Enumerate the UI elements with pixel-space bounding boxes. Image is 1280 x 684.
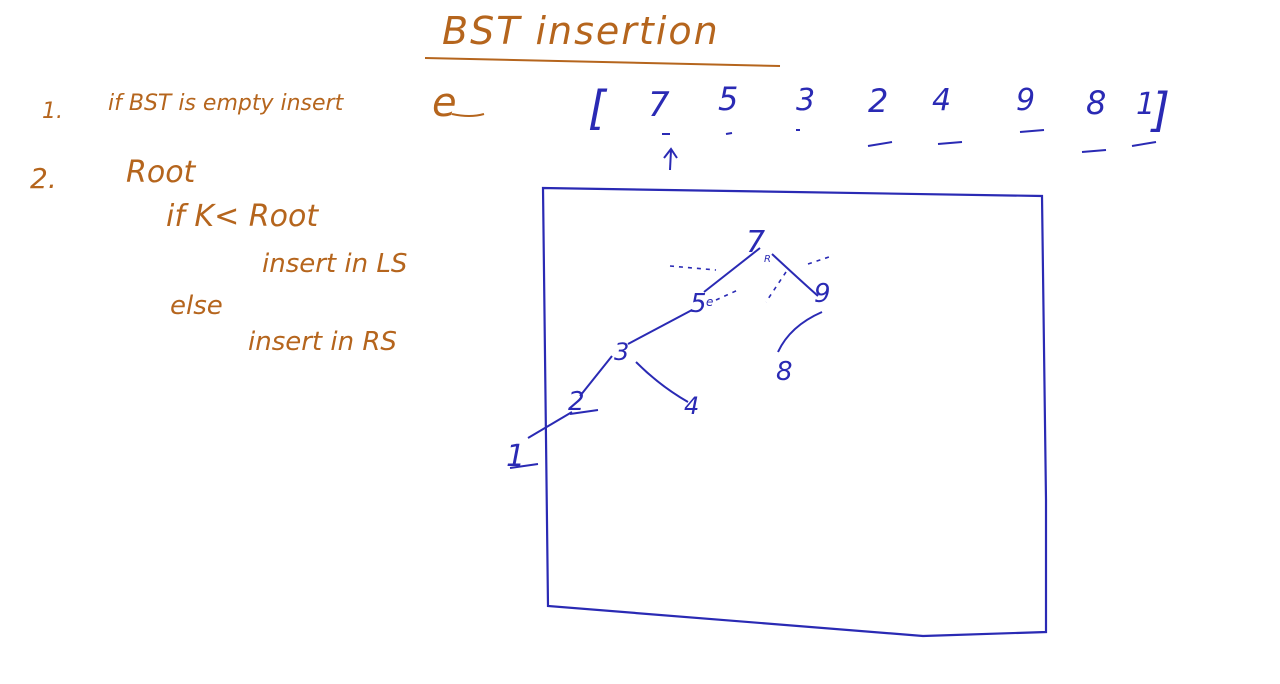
tree-node-5-tag: e — [706, 295, 713, 309]
edge-7-9 — [771, 253, 819, 297]
sequence-value-1: 1 — [1136, 87, 1155, 122]
sequence-value-4: 4 — [932, 83, 951, 118]
edge-2-1 — [527, 411, 573, 439]
input-sequence: [ 7 5 3 2 4 9 8 1 ] — [588, 80, 1170, 171]
step-1-number: 1. — [42, 99, 63, 124]
sequence-close-bracket: ] — [1150, 83, 1170, 137]
tree-node-3: 3 — [614, 338, 629, 366]
rule-else-line: else — [170, 291, 223, 321]
rule-else-action: insert in RS — [248, 327, 397, 357]
up-arrow-icon — [663, 147, 678, 171]
tree-node-4: 4 — [684, 392, 699, 420]
rule-if-action: insert in LS — [262, 249, 407, 279]
edge-9-8 — [777, 311, 823, 353]
tick-2 — [569, 409, 599, 415]
sequence-open-bracket: [ — [588, 81, 608, 135]
page-title: BST insertion — [442, 9, 720, 53]
sequence-value-7: 7 — [648, 85, 670, 125]
edge-3-2 — [579, 355, 613, 397]
edge-5-3 — [627, 309, 693, 345]
empty-symbol-tail — [451, 113, 485, 117]
tree-dotted-marks — [669, 255, 833, 303]
edge-7-5 — [703, 247, 761, 293]
sequence-underlines — [662, 129, 1157, 153]
tree-node-5: 5 — [690, 289, 707, 319]
tree-node-8: 8 — [776, 357, 793, 387]
tree-node-9: 9 — [814, 279, 831, 309]
tree-node-7-tag: R — [764, 254, 771, 265]
step-2-number: 2. — [30, 162, 57, 195]
sequence-value-2: 2 — [868, 82, 888, 120]
empty-symbol: e — [432, 80, 457, 126]
tree-frame — [541, 186, 1048, 638]
step-1-text: if BST is empty insert — [108, 91, 345, 116]
sequence-value-5: 5 — [718, 80, 738, 118]
sequence-value-8: 8 — [1086, 84, 1106, 122]
bst-tree: 7 R 5 e 9 3 8 2 4 1 — [506, 225, 833, 474]
tree-node-1: 1 — [506, 439, 525, 474]
tree-node-7: 7 — [746, 225, 765, 260]
sequence-value-9: 9 — [1016, 83, 1035, 118]
tree-edges — [509, 247, 823, 469]
step-2-text: Root — [126, 155, 197, 190]
rule-if-line: if K< Root — [166, 199, 319, 234]
title-underline — [424, 57, 781, 67]
edge-3-4 — [635, 361, 689, 403]
tick-1 — [509, 463, 539, 469]
tree-node-2: 2 — [568, 387, 585, 417]
sequence-value-3: 3 — [796, 83, 815, 118]
